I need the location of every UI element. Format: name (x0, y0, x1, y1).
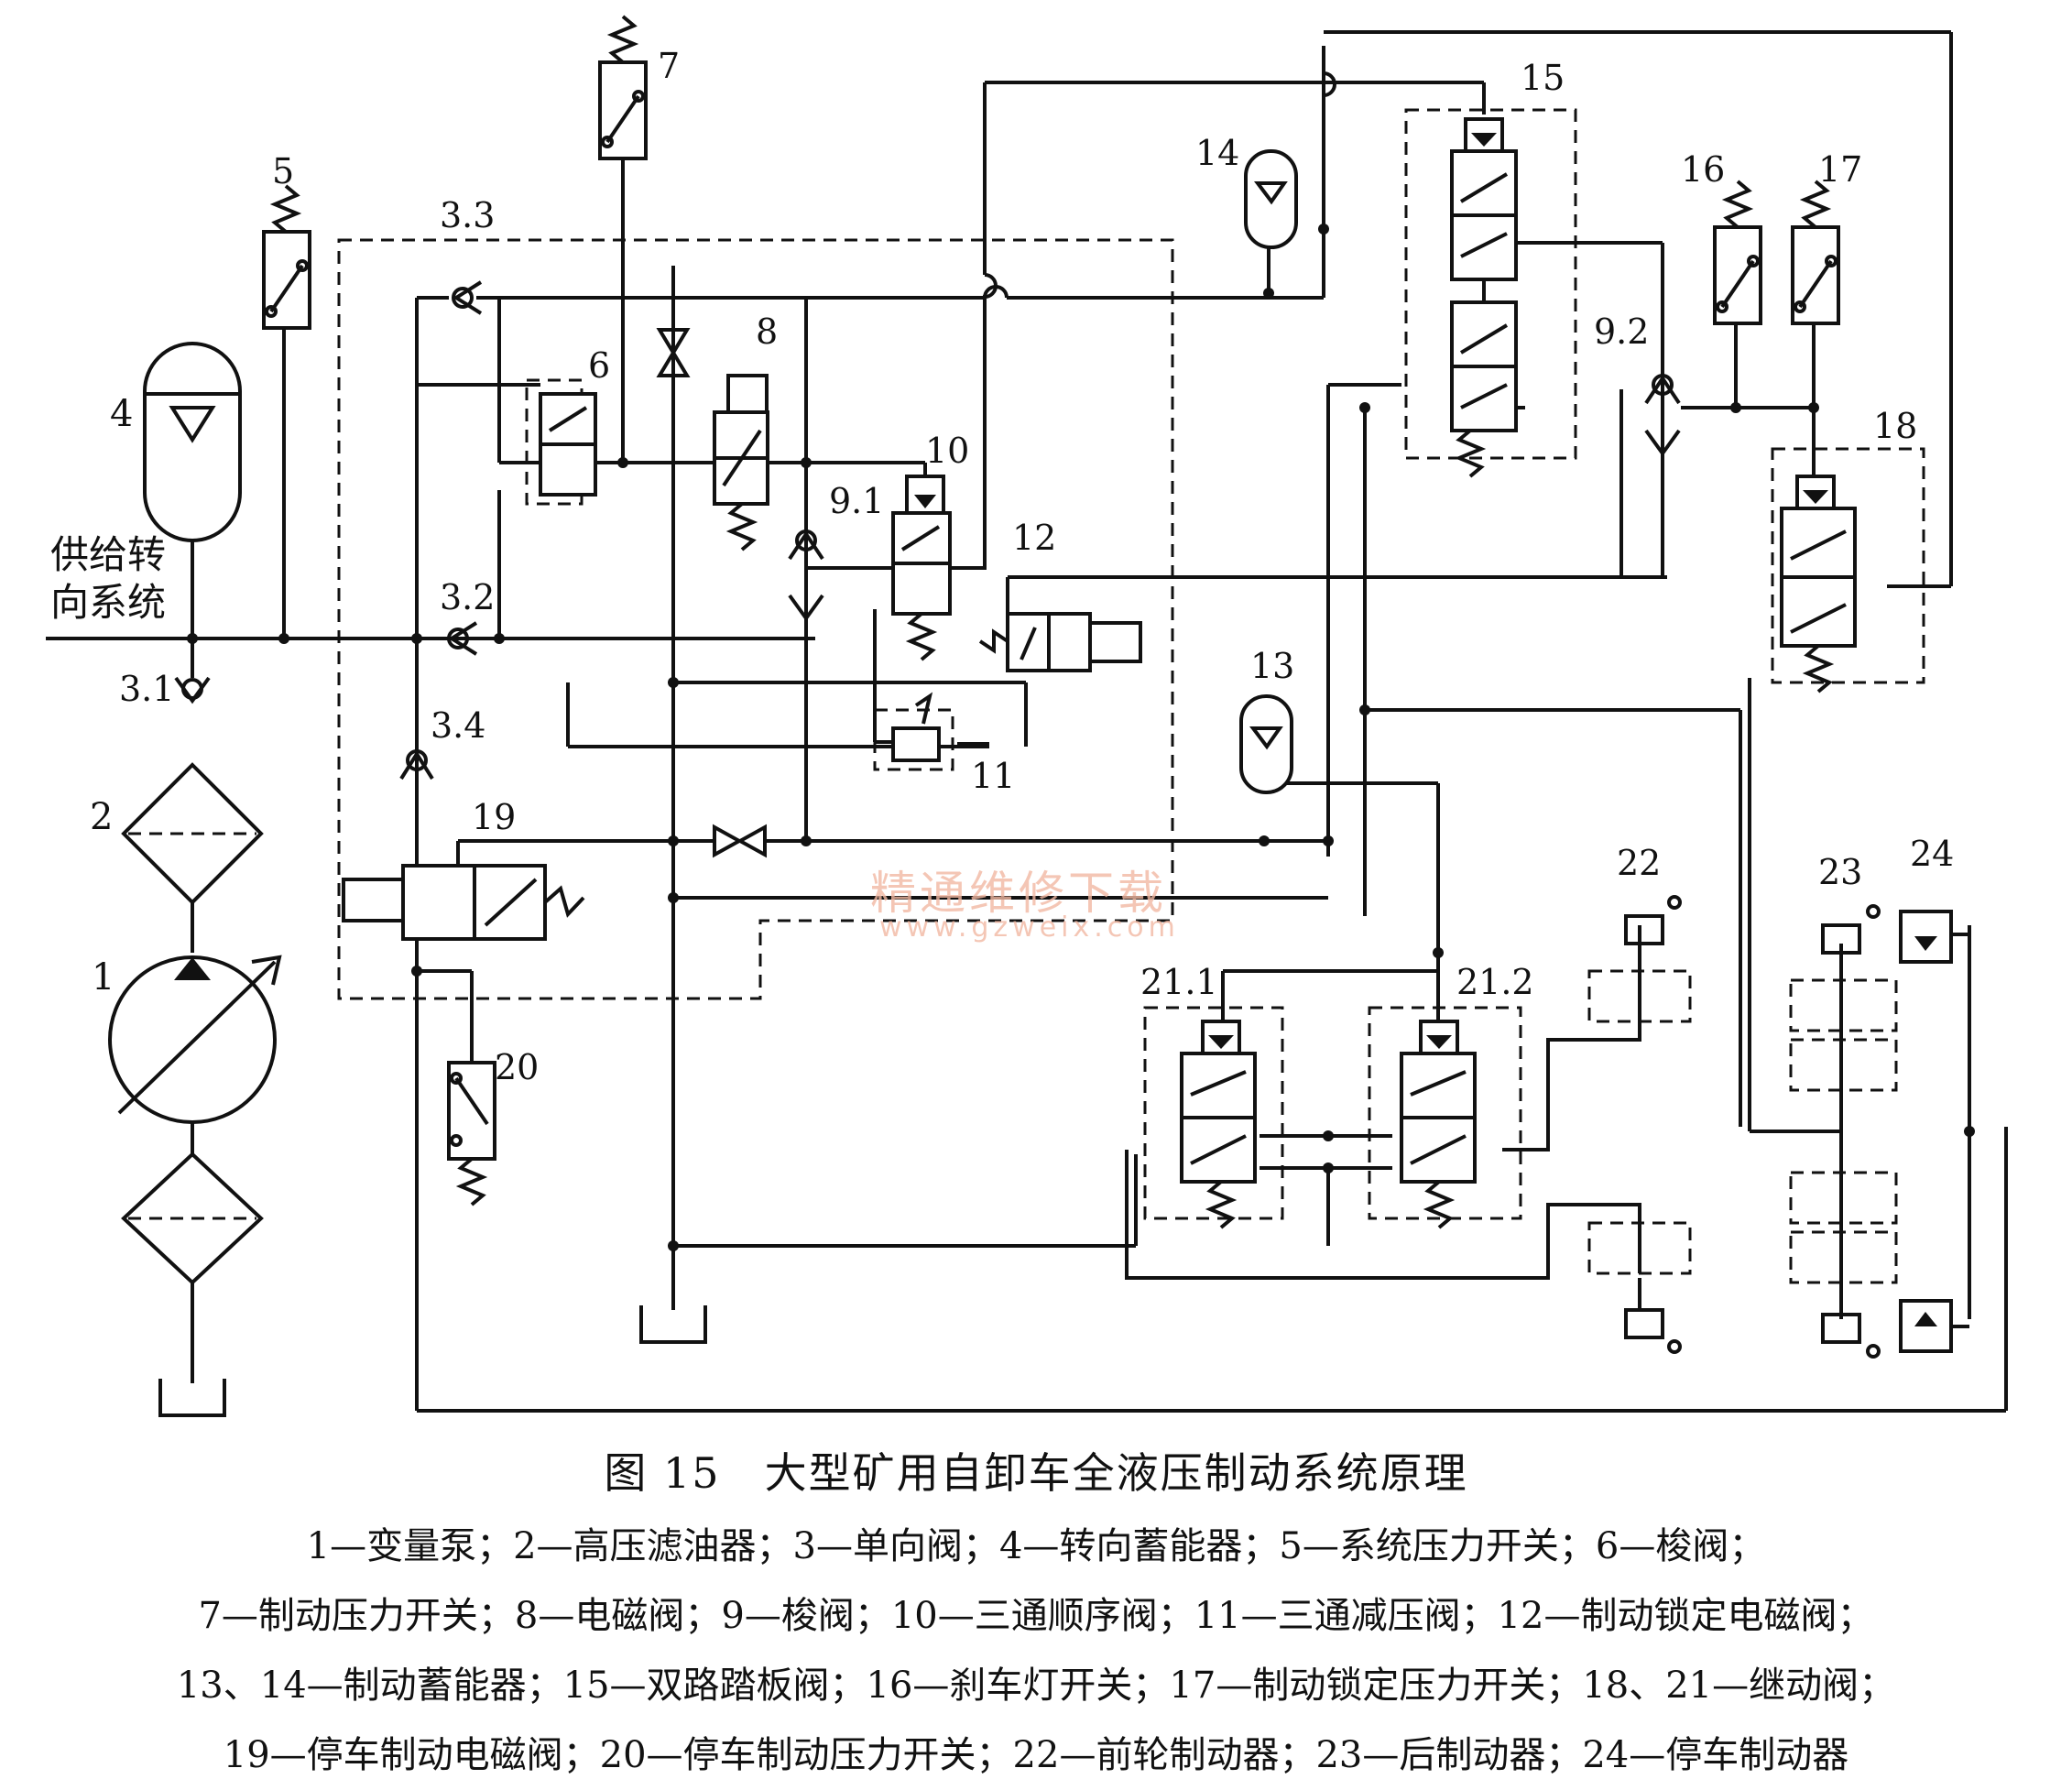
label-4: 4 (110, 393, 133, 435)
label-3-3: 3.3 (440, 195, 495, 235)
front-wheel-brake-22 (1587, 895, 1692, 1354)
label-9-2: 9.2 (1594, 311, 1649, 352)
label-19: 19 (472, 797, 516, 837)
sequence-valve-10 (891, 475, 985, 661)
shuttle-valve-6 (417, 378, 597, 506)
label-21-2: 21.2 (1456, 962, 1534, 1002)
check-valve-3-1 (174, 676, 211, 704)
suction-filter (121, 1151, 264, 1285)
label-10: 10 (925, 431, 969, 471)
solenoid-valve-8 (713, 374, 769, 551)
tank-middle (639, 1305, 707, 1344)
brake-light-switch-16 (1713, 180, 1762, 325)
brake-lock-pressure-switch-17 (1791, 180, 1840, 325)
rear-brake-23 (1789, 904, 1898, 1359)
label-21-1: 21.1 (1140, 962, 1218, 1002)
brake-accumulator-14 (1244, 149, 1298, 249)
label-8: 8 (756, 311, 778, 352)
label-6: 6 (588, 345, 610, 386)
shuttle-valve-9-2 (1644, 374, 1681, 457)
valve-block-boundary (337, 238, 1174, 1000)
label-5: 5 (272, 151, 294, 191)
check-valve-3-3 (452, 280, 483, 315)
tank-left (158, 1379, 226, 1417)
label-22: 22 (1617, 843, 1661, 883)
legend-line: 19—停车制动电磁阀；20—停车制动压力开关；22—前轮制动器；23—后制动器；… (223, 1734, 1849, 1776)
parking-brake-solenoid-19 (342, 864, 585, 941)
legend-line: 7—制动压力开关；8—电磁阀；9—梭阀；10—三通顺序阀；11—三通减压阀；12… (198, 1595, 1874, 1637)
label-23: 23 (1818, 852, 1862, 892)
label-15: 15 (1521, 58, 1565, 98)
supply-label-line1: 供给转 (50, 532, 166, 577)
brake-lock-solenoid-12 (978, 612, 1142, 672)
watermark-text: 精通维修下载 (870, 867, 1167, 920)
label-3-1: 3.1 (119, 669, 174, 709)
label-12: 12 (1012, 518, 1056, 558)
junction-dots (187, 224, 1975, 1251)
label-24: 24 (1910, 834, 1954, 874)
label-1: 1 (92, 956, 115, 999)
supply-label-line2: 向系统 (50, 580, 166, 625)
needle-valve-top (656, 328, 691, 377)
label-20: 20 (495, 1047, 539, 1087)
label-11: 11 (971, 756, 1015, 796)
legend-line: 13、14—制动蓄能器；15—双路踏板阀；16—刹车灯开关；17—制动锁定压力开… (176, 1664, 1896, 1707)
check-valve-3-2 (447, 621, 478, 656)
label-3-4: 3.4 (431, 705, 485, 746)
relay-valve-21-1 (1143, 1006, 1284, 1229)
label-16: 16 (1681, 149, 1725, 190)
check-valve-3-4 (399, 749, 434, 780)
steering-accumulator-4 (143, 342, 242, 542)
relay-valve-21-2 (1368, 1006, 1522, 1229)
pipelines (46, 30, 2008, 1413)
label-2: 2 (90, 796, 113, 838)
label-17: 17 (1818, 149, 1862, 190)
system-pressure-switch-5 (262, 184, 311, 330)
label-3-2: 3.2 (440, 577, 495, 617)
high-pressure-filter-2 (121, 762, 264, 905)
label-18: 18 (1873, 406, 1917, 446)
needle-valve-bottom (713, 824, 767, 858)
dual-pedal-valve-15 (1404, 108, 1577, 478)
label-7: 7 (658, 46, 680, 86)
parking-brake-24 (1899, 910, 1969, 1353)
relay-valve-18 (1771, 447, 1925, 693)
variable-pump-1 (108, 955, 282, 1124)
watermark-url: www.gzweix.com (879, 911, 1180, 944)
brake-accumulator-13 (1239, 694, 1293, 794)
brake-pressure-switch-7 (598, 15, 648, 160)
hydraulic-schematic: 供给转 向系统 1 2 3.1 3.2 3.3 3.4 4 5 6 7 8 9.… (46, 15, 2008, 1417)
parking-brake-pressure-switch-20 (447, 1061, 496, 1206)
legend-line: 1—变量泵；2—高压滤油器；3—单向阀；4—转向蓄能器；5—系统压力开关；6—梭… (306, 1525, 1766, 1567)
label-13: 13 (1250, 646, 1294, 686)
figure-caption: 图 15 大型矿用自卸车全液压制动系统原理 (604, 1448, 1468, 1498)
label-14: 14 (1195, 133, 1239, 173)
legend: 1—变量泵；2—高压滤油器；3—单向阀；4—转向蓄能器；5—系统压力开关；6—梭… (9, 1512, 2063, 1790)
reducing-valve-11 (873, 609, 989, 771)
label-9-1: 9.1 (829, 481, 884, 521)
